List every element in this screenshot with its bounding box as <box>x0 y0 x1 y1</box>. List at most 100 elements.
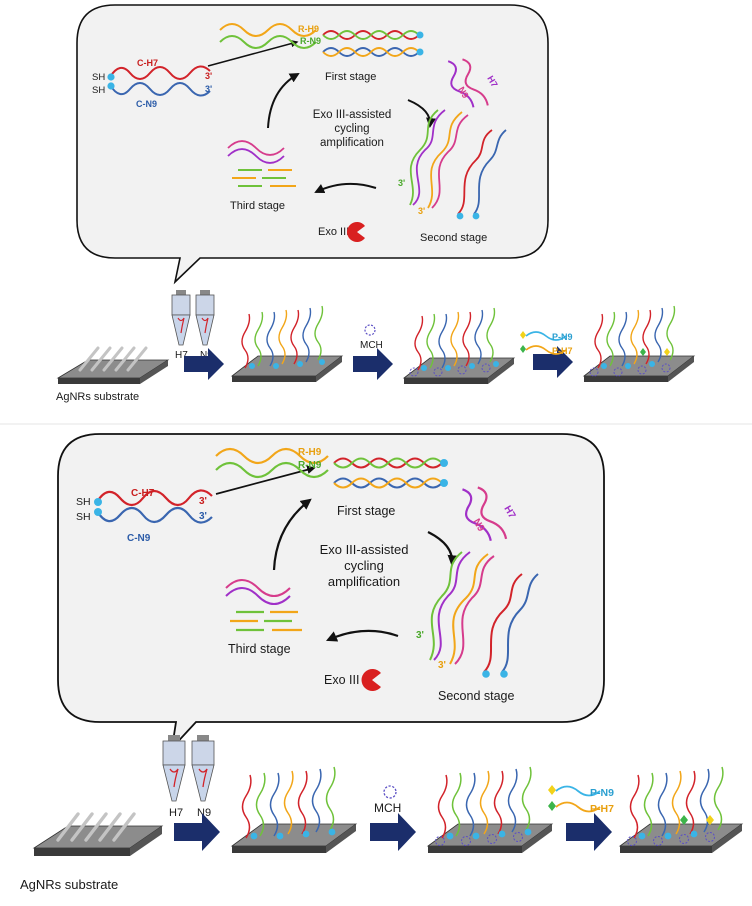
second-stage-3prime-b: 3' <box>438 660 446 671</box>
reporter-r-n9 <box>215 461 329 479</box>
raman-tag-green <box>548 801 556 811</box>
cycle-arrow-bottom <box>325 629 399 642</box>
probe-c-h7-label: C-H7 <box>131 488 155 499</box>
process-arrow-icon <box>533 346 573 378</box>
p-n9-strand <box>525 331 567 341</box>
probe-to-first-stage-arrow <box>215 465 316 495</box>
cycle-text-line2: cycling <box>344 558 384 573</box>
first-stage-duplexes <box>333 457 448 489</box>
tube-h7-label: H7 <box>169 807 183 819</box>
second-stage-3prime-a: 3' <box>416 630 424 641</box>
p-h7-label: P-H7 <box>552 346 573 356</box>
bare-substrate-plate <box>56 346 170 384</box>
cycle-arrow-left <box>272 498 312 571</box>
functionalized-substrate-2 <box>402 307 516 384</box>
reporter-r-h9 <box>215 447 329 465</box>
probe-c-n9-label: C-N9 <box>136 99 157 109</box>
tube-n9-label: N9 <box>197 807 211 819</box>
p-n9-label: P-N9 <box>552 332 573 342</box>
raman-tag-yellow <box>548 785 556 795</box>
second-stage-3prime-b: 3' <box>418 206 425 216</box>
tube-n9-label: N9 <box>200 350 213 361</box>
mch-label: MCH <box>360 340 383 351</box>
probe-3prime-top: 3' <box>205 71 212 81</box>
probe-to-first-stage-arrow <box>207 39 299 67</box>
cycle-text-line3: amplification <box>320 137 384 149</box>
mch-label: MCH <box>374 801 401 815</box>
target-h7-strand <box>462 488 492 542</box>
second-stage-helices <box>409 109 507 220</box>
p-h7-label: P-H7 <box>590 803 614 815</box>
sh-label-top: SH <box>76 496 91 508</box>
exo-iii-label: Exo III <box>318 226 349 238</box>
functionalized-substrate-3 <box>618 766 744 853</box>
exo-iii-label: Exo III <box>324 673 359 687</box>
probe-3prime-bottom: 3' <box>199 511 207 522</box>
pacman-enzyme-icon <box>347 222 365 242</box>
process-arrow-icon <box>353 348 393 380</box>
second-stage-label: Second stage <box>420 232 487 244</box>
cycle-arrow-right <box>407 99 436 128</box>
p-n9-strand <box>555 785 601 797</box>
sh-label-bottom: SH <box>92 85 105 96</box>
probe-c-n9-label: C-N9 <box>127 533 151 544</box>
process-arrow-icon <box>174 813 220 851</box>
thiol-dot-bottom <box>94 508 102 516</box>
r-n9-label: R-N9 <box>298 460 322 471</box>
tube-icon <box>171 290 191 346</box>
thiol-dot-top <box>94 498 102 506</box>
cycle-text-line3: amplification <box>328 574 400 589</box>
speech-bubble <box>57 433 605 751</box>
third-stage-label: Third stage <box>230 200 285 212</box>
raman-tag-green <box>520 345 526 353</box>
reporter-r-n9 <box>219 35 317 49</box>
third-stage-fragments <box>225 579 302 632</box>
r-h9-label: R-H9 <box>298 24 319 34</box>
third-stage-fragments <box>227 140 296 187</box>
p-n9-label: P-N9 <box>590 787 614 799</box>
tube-icon <box>162 735 186 802</box>
mch-molecule-icon <box>383 785 397 799</box>
first-stage-label: First stage <box>337 504 395 518</box>
target-h7-strand <box>447 60 475 108</box>
substrate-label: AgNRs substrate <box>56 391 139 403</box>
p-h7-strand <box>555 801 601 813</box>
cycle-text-line1: Exo III-assisted <box>320 542 409 557</box>
sh-label-bottom: SH <box>76 511 91 523</box>
substrate-label: AgNRs substrate <box>20 877 118 892</box>
third-stage-label: Third stage <box>228 642 291 656</box>
probe-c-h7-label: C-H7 <box>137 58 158 68</box>
bare-substrate-plate <box>32 812 164 856</box>
second-stage-helices <box>429 551 539 678</box>
sh-label-top: SH <box>92 72 105 83</box>
target-n9-strand <box>477 486 508 540</box>
probe-3prime-top: 3' <box>199 496 207 507</box>
first-stage-label: First stage <box>325 71 376 83</box>
p-h7-strand <box>525 345 567 355</box>
target-n9-strand <box>462 58 489 106</box>
cycle-arrow-bottom <box>314 182 377 194</box>
speech-bubble <box>76 4 549 285</box>
tube-icon <box>191 735 215 802</box>
second-stage-3prime-a: 3' <box>398 178 405 188</box>
r-h9-label: R-H9 <box>298 447 322 458</box>
cycle-arrow-left <box>267 73 300 129</box>
probe-3prime-bottom: 3' <box>205 84 212 94</box>
process-arrow-icon <box>370 813 416 851</box>
first-stage-duplexes <box>322 30 424 57</box>
tube-icon <box>195 290 215 346</box>
functionalized-substrate-3 <box>582 305 696 382</box>
thiol-dot-top <box>107 73 115 81</box>
second-stage-label: Second stage <box>438 689 514 703</box>
raman-tag-yellow <box>520 331 526 339</box>
target-h7-label: H7 <box>485 74 499 89</box>
mch-molecule-icon <box>364 324 376 336</box>
target-n9-label: N9 <box>456 85 470 100</box>
capture-probe-duplex <box>107 65 211 97</box>
capture-probe-duplex <box>94 489 213 524</box>
cycle-text-line2: cycling <box>334 123 369 135</box>
panel-bottom: SH SH C-H7 C-N9 3' 3' R-H9 R-N9 First st… <box>20 433 744 892</box>
tube-h7-label: H7 <box>175 350 188 361</box>
panel-top: SH SH C-H7 C-N9 3' 3' R-H9 R-N9 First st… <box>56 4 696 403</box>
